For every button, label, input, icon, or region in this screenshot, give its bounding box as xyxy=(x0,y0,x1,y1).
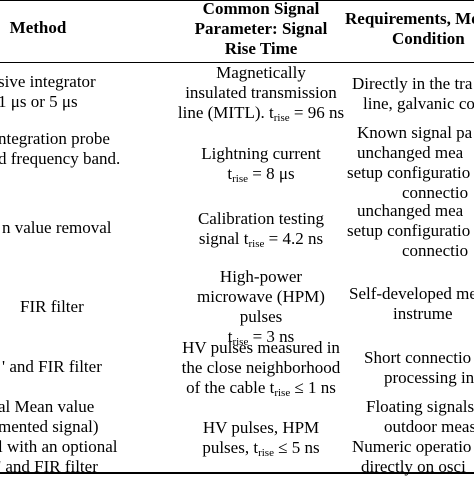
header-requirements-line2: Condition xyxy=(392,29,465,48)
row5-method-line1: ' and FIR filter xyxy=(2,357,102,376)
row2-param-risetime: trise = 8 μs xyxy=(227,164,295,185)
row1-method-line2: 1 μs or 5 μs xyxy=(0,92,78,111)
row4-param-risetime: trise = 3 ns xyxy=(227,327,295,348)
row2-req-line4: connectio xyxy=(402,183,469,202)
row6-param-risetime: pulses, trise ≤ 5 ns xyxy=(202,438,320,459)
row1-param-line2: insulated transmission xyxy=(185,83,337,102)
row2-param-line1: Lightning current xyxy=(201,144,321,163)
row2-req-line3: setup configuratio xyxy=(347,163,471,182)
row5-param-line2: the close neighborhood xyxy=(181,358,341,377)
row2-method-line1: ntegration probe xyxy=(0,129,110,148)
row3-req-line3: connectio xyxy=(402,241,469,260)
header-requirements-line1: Requirements, Me xyxy=(345,9,474,28)
header-top-rule xyxy=(0,0,474,1)
row3-param-risetime: signal trise = 4.2 ns xyxy=(198,229,324,250)
row5-req-line1: Short connectio xyxy=(364,348,472,367)
header-method: Method xyxy=(9,18,67,37)
row3-req-line1: unchanged mea xyxy=(357,201,464,220)
row4-req-line1: Self-developed me xyxy=(349,284,474,303)
row4-param-line3: pulses xyxy=(239,307,283,326)
row6-param-line1: HV pulses, HPM xyxy=(202,418,320,437)
row1-param-line1: Magnetically xyxy=(216,63,306,82)
row6-req-line4: directly on osci xyxy=(361,457,466,476)
row2-req-line1: Known signal pa xyxy=(357,123,473,142)
row1-param-risetime: line (MITL). trise = 96 ns xyxy=(177,103,345,124)
row4-param-line1: High-power xyxy=(219,267,303,286)
row1-req-line1: Directly in the tra xyxy=(352,74,473,93)
row5-param-risetime: of the cable trise ≤ 1 ns xyxy=(186,378,336,399)
row6-method-line2: mented signal) xyxy=(0,417,99,436)
row4-method-line1: FIR filter xyxy=(20,297,84,316)
header-param-line2: Parameter: Signal xyxy=(194,19,328,38)
row6-method-line1: al Mean value xyxy=(0,397,95,416)
row3-req-line2: setup configuratio xyxy=(347,221,471,240)
row3-method-line1: n value removal xyxy=(2,218,112,237)
row6-method-line3: l with an optional xyxy=(0,437,118,456)
row1-method-line1: sive integrator xyxy=(0,72,96,91)
row6-method-line4: ' and FIR filter xyxy=(0,457,98,476)
row1-req-line2: line, galvanic co xyxy=(363,94,474,113)
row3-param-line1: Calibration testing xyxy=(197,209,325,228)
header-bottom-rule xyxy=(0,62,474,63)
row4-param-line2: microwave (HPM) xyxy=(197,287,325,306)
header-param-line3: Rise Time xyxy=(224,39,298,58)
row6-req-line3: Numeric operatio xyxy=(352,437,472,456)
row2-method-line2: d frequency band. xyxy=(0,149,121,168)
row5-req-line2: processing in xyxy=(384,368,474,387)
row6-req-line1: Floating signals xyxy=(366,397,474,416)
row5-param-line1: HV pulses measured in xyxy=(182,338,340,357)
row6-req-line2: outdoor measu xyxy=(384,417,474,436)
row2-req-line2: unchanged mea xyxy=(357,143,464,162)
table-bottom-rule xyxy=(0,472,474,474)
header-param-line1: Common Signal xyxy=(202,0,320,18)
row4-req-line2: instrume xyxy=(393,304,453,323)
